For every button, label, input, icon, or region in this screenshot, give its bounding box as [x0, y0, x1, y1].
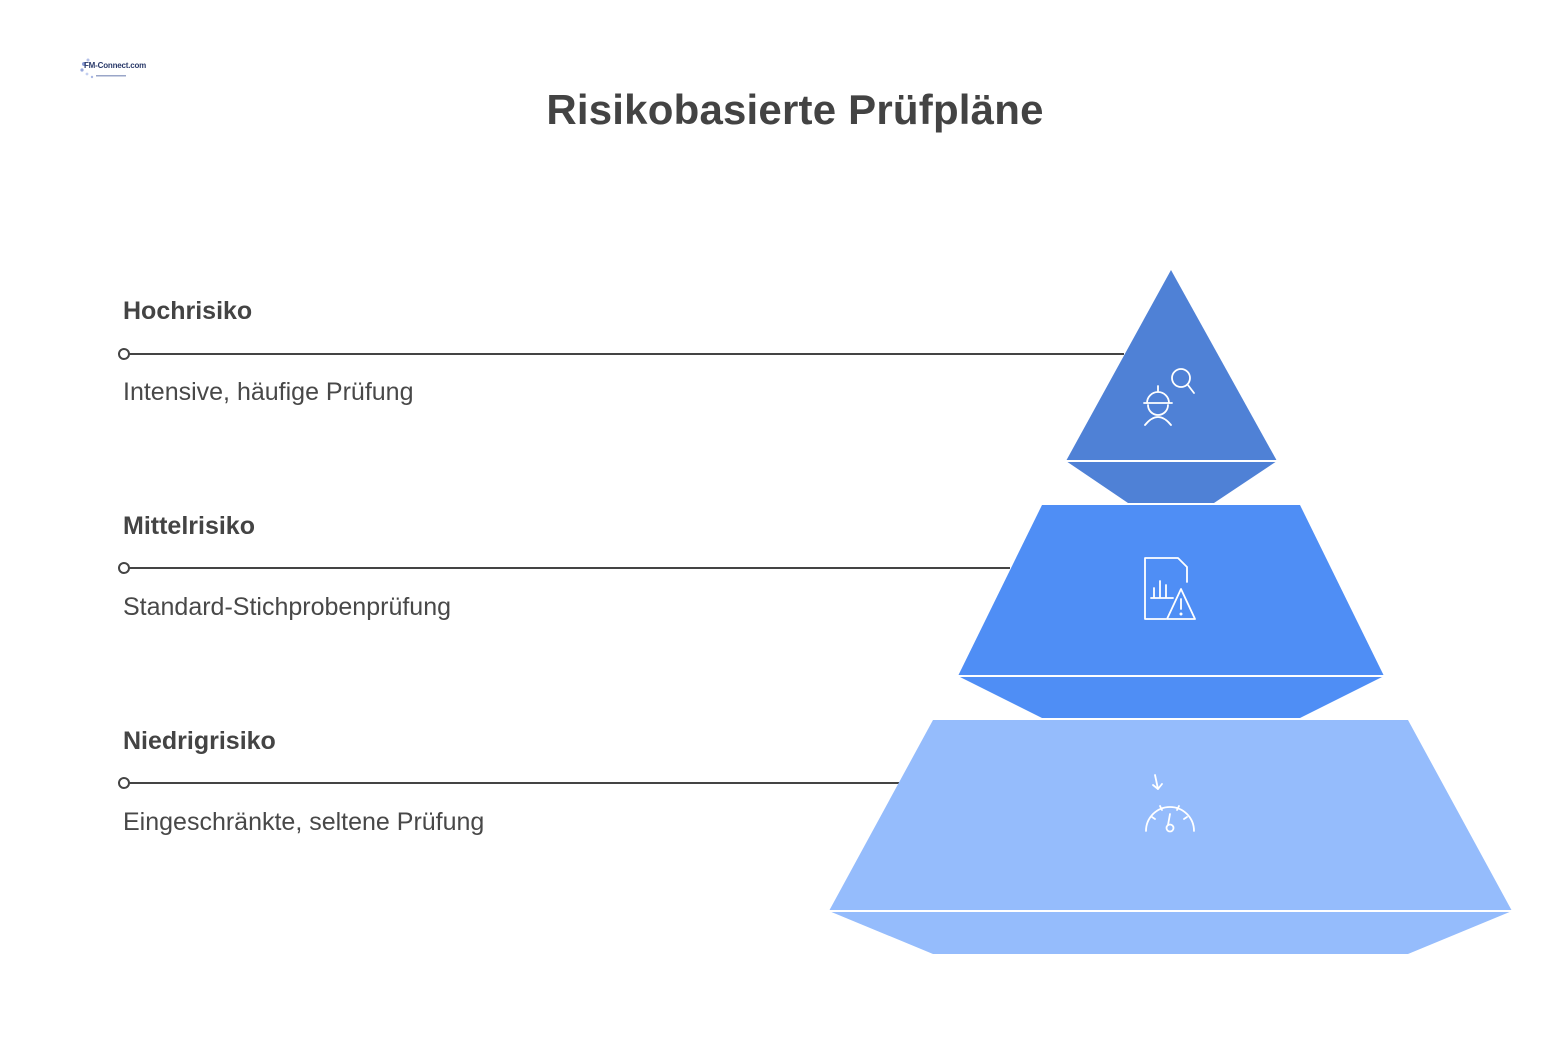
connector-medium	[118, 562, 1010, 574]
connector-high	[118, 348, 1124, 360]
pyramid-level-low	[829, 720, 1512, 954]
level-low-name: Niedrigrisiko	[123, 727, 276, 755]
speedometer-low-icon	[1145, 774, 1195, 833]
connector-low	[118, 777, 899, 789]
report-warning-icon	[1144, 557, 1196, 620]
level-high-name: Hochrisiko	[123, 297, 253, 325]
page-title: Risikobasierte Prüfpläne	[546, 86, 1044, 133]
level-low-description: Eingeschränkte, seltene Prüfung	[123, 808, 485, 836]
level-medium-name: Mittelrisiko	[123, 512, 255, 540]
brand-logo	[80, 58, 126, 79]
inspector-search-icon	[1143, 368, 1195, 426]
pyramid-level-high	[1066, 270, 1277, 503]
level-medium-description: Standard-Stichprobenprüfung	[123, 593, 452, 621]
pyramid-level-medium	[958, 505, 1384, 718]
logo-text: FM-Connect.com	[84, 61, 147, 70]
level-high-description: Intensive, häufige Prüfung	[123, 378, 414, 406]
